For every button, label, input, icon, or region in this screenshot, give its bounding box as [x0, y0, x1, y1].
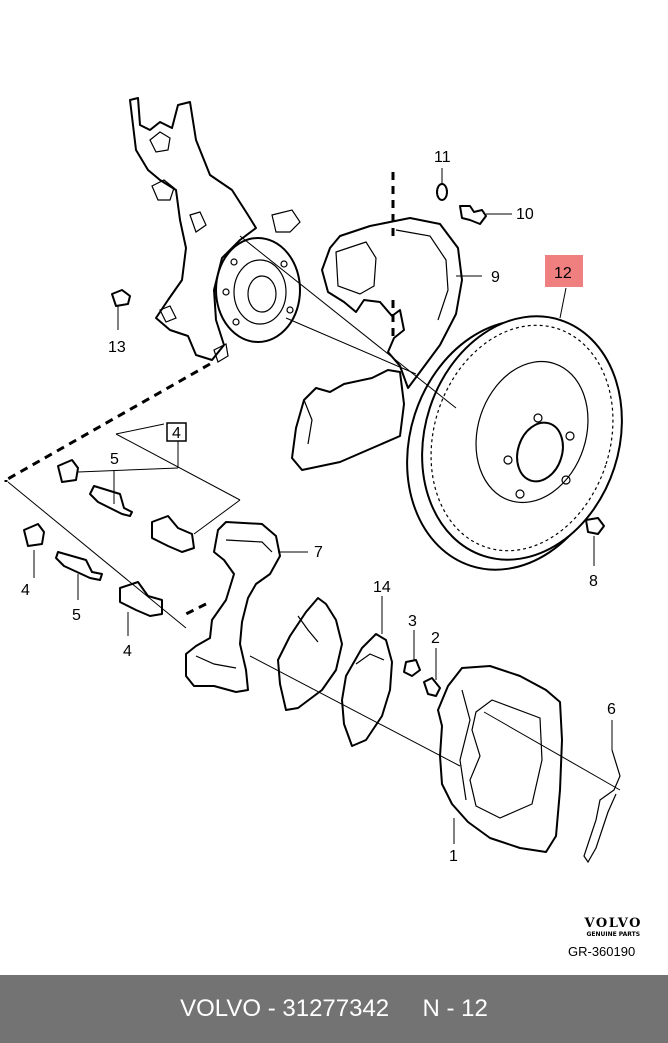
genuine-parts-label: GENUINE PARTS	[586, 931, 641, 938]
footer-text: VOLVO - 31277342 N - 12	[180, 995, 488, 1022]
callout-4-lower: 4	[123, 643, 132, 660]
callout-3: 3	[408, 613, 417, 630]
callout-11: 11	[434, 149, 451, 166]
brake-pad-inner	[341, 633, 393, 747]
bleeder-cap-3	[403, 659, 421, 677]
callout-5-lower: 5	[72, 607, 81, 624]
callout-13: 13	[108, 339, 126, 356]
steering-knuckle	[129, 97, 301, 363]
assembly-dashed-lines	[4, 172, 395, 616]
callout-4-box: 4	[172, 425, 181, 442]
guide-pin-upper	[89, 485, 133, 517]
callout-1: 1	[449, 848, 458, 865]
callout-box-4	[166, 422, 187, 442]
brake-assembly-diagram: 11 10 9 12 13 4 5 7 8 14 4 5 3 2 4 6 1	[4, 97, 623, 865]
volvo-logo: VOLVO	[584, 916, 642, 931]
footer-bar: VOLVO - 31277342 N - 12	[0, 975, 668, 1043]
washer-11	[436, 183, 448, 201]
bolt-13	[111, 289, 131, 307]
callout-4-left: 4	[21, 582, 30, 599]
brand-block: VOLVO GENUINE PARTS	[585, 916, 642, 938]
wheel-hub	[215, 237, 301, 343]
brake-disc	[406, 315, 623, 571]
callout-7: 7	[314, 544, 323, 561]
caliper-bracket	[185, 521, 281, 693]
highlight-box-12	[545, 255, 583, 287]
leader-lines	[7, 168, 621, 844]
guide-sleeve-upper	[151, 515, 195, 553]
callout-5-upper: 5	[110, 451, 119, 468]
brake-caliper	[437, 665, 563, 853]
callout-6: 6	[607, 701, 616, 718]
guide-bushing-lower	[23, 523, 45, 547]
callout-12: 12	[554, 265, 572, 282]
guide-pin-lower	[55, 551, 103, 581]
callout-8: 8	[589, 573, 598, 590]
anti-rattle-spring	[583, 749, 621, 864]
callout-14: 14	[373, 579, 391, 596]
callout-2: 2	[431, 630, 440, 647]
guide-bushing-upper	[57, 459, 79, 483]
brake-pad-upper	[291, 369, 405, 471]
diagram-reference-code: GR-360190	[568, 944, 636, 959]
callout-9: 9	[491, 269, 500, 286]
brake-pad-outer	[277, 597, 343, 711]
bolt-8	[585, 517, 605, 535]
callout-labels: 11 10 9 12 13 4 5 7 8 14 4 5 3 2 4 6 1	[21, 149, 616, 865]
bolt-10	[459, 205, 487, 225]
bleeder-valve-2	[423, 677, 441, 697]
callout-10: 10	[516, 206, 534, 223]
guide-sleeve-lower	[119, 581, 163, 617]
